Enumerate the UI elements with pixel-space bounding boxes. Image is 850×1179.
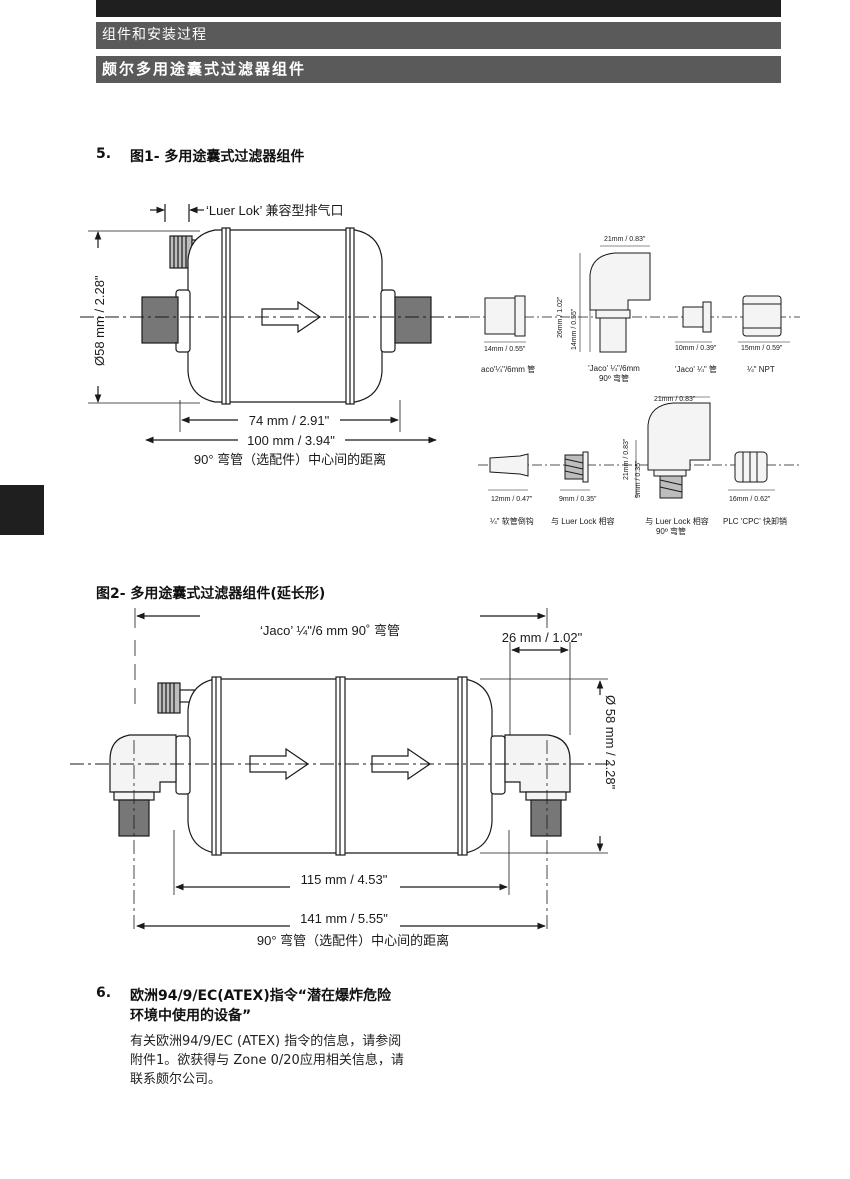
jaco-small-fitting-icon [675, 301, 712, 343]
fitting-dim: 14mm / 0.55" [484, 346, 526, 353]
fitting-label: 'Jaco' ¼" 管 [675, 364, 717, 374]
fittings-row-1 [470, 245, 800, 353]
top-bar [96, 0, 781, 17]
fittings-row-2 [478, 396, 800, 499]
figure-1-inner-length: 74 mm / 2.91" [249, 413, 330, 428]
fitting-dim: 9mm / 0.35" [635, 460, 642, 498]
figure-2-elbow-dimension: 26 mm / 1.02" [502, 630, 583, 645]
figure-2-caption: 90° 弯管（选配件）中心间的距离 [257, 933, 449, 948]
paragraph-line: 附件1。欲获得与 Zone 0/20应用相关信息，请 [130, 1053, 404, 1068]
paragraph-line: 有关欧洲94/9/EC (ATEX) 指令的信息，请参阅 [130, 1034, 402, 1049]
fitting-label: 与 Luer Lock 相容 [645, 516, 709, 526]
fitting-dim: 16mm / 0.62" [729, 496, 771, 503]
fitting-dim: 21mm / 0.83" [654, 396, 696, 403]
right-elbow-fitting-icon [504, 734, 571, 837]
section-5-title: 图1- 多用途囊式过滤器组件 [130, 149, 305, 165]
subsection-header: 颇尔多用途囊式过滤器组件 [96, 56, 781, 83]
luer-lock-fitting-icon [560, 451, 590, 491]
jaco-straight-fitting-icon [484, 295, 526, 343]
left-elbow-fitting-icon [109, 734, 177, 837]
fitting-dim: 14mm / 0.55" [571, 308, 578, 350]
fitting-label: 与 Luer Lock 相容 [551, 516, 615, 526]
side-tab-marker [0, 485, 44, 535]
fitting-dim: 21mm / 0.83" [604, 236, 646, 243]
cpc-quick-disconnect-icon [728, 451, 775, 491]
figure-2-elbow-label: ‘Jaco’ ¼"/6 mm 90˚ 弯管 [260, 623, 400, 638]
fitting-label: 90º 弯管 [599, 373, 629, 383]
figure-2-outer-length: 141 mm / 5.55" [300, 911, 388, 926]
fitting-dim: 9mm / 0.35" [559, 496, 597, 503]
figure-2-title: 图2- 多用途囊式过滤器组件(延长形) [96, 586, 326, 602]
figure-2 [70, 608, 610, 930]
jaco-elbow-fitting-icon [579, 245, 651, 353]
fitting-label: aco'¼"/6mm 管 [481, 364, 535, 374]
npt-fitting-icon [738, 295, 790, 343]
fitting-label: 'Jaco' ¼"/6mm [588, 364, 640, 373]
section-6-paragraph: 有关欧洲94/9/EC (ATEX) 指令的信息，请参阅 附件1。欲获得与 Zo… [130, 1032, 430, 1089]
section-6-title-line2: 环境中使用的设备” [130, 1008, 252, 1024]
figure-1-outer-length: 100 mm / 3.94" [247, 433, 335, 448]
section-header: 组件和安装过程 [96, 22, 781, 49]
section-6-number: 6. [96, 985, 112, 1001]
paragraph-line: 联系颇尔公司。 [130, 1072, 222, 1087]
fitting-dim: 21mm / 0.83" [623, 438, 630, 480]
luer-elbow-fitting-icon [635, 396, 711, 499]
figure-1 [80, 204, 470, 444]
fitting-label: 90º 弯管 [656, 526, 686, 536]
section-6-title-line1: 欧洲94/9/EC(ATEX)指令“潜在爆炸危险 [130, 988, 391, 1004]
hose-barb-fitting-icon [488, 453, 529, 491]
figure-2-diameter-label: Ø 58 mm / 2.28" [603, 695, 618, 790]
fitting-dim: 12mm / 0.47" [491, 496, 533, 503]
figure-2-inner-length: 115 mm / 4.53" [301, 872, 388, 887]
fitting-label: ¼" 软管倒钩 [490, 516, 534, 526]
fitting-dim: 26mm / 1.02" [557, 296, 564, 338]
fitting-dim: 10mm / 0.39" [675, 345, 717, 352]
figure-1-diameter-label: Ø58 mm / 2.28" [92, 275, 107, 366]
figure-1-caption: 90° 弯管（选配件）中心间的距离 [194, 452, 386, 467]
fitting-label: PLC 'CPC' 快卸销 [723, 516, 787, 526]
fitting-label: ¼" NPT [747, 365, 775, 374]
fitting-dim: 15mm / 0.59" [741, 345, 783, 352]
vent-port-label: ‘Luer Lok’ 兼容型排气口 [206, 203, 344, 218]
section-5-number: 5. [96, 146, 112, 162]
